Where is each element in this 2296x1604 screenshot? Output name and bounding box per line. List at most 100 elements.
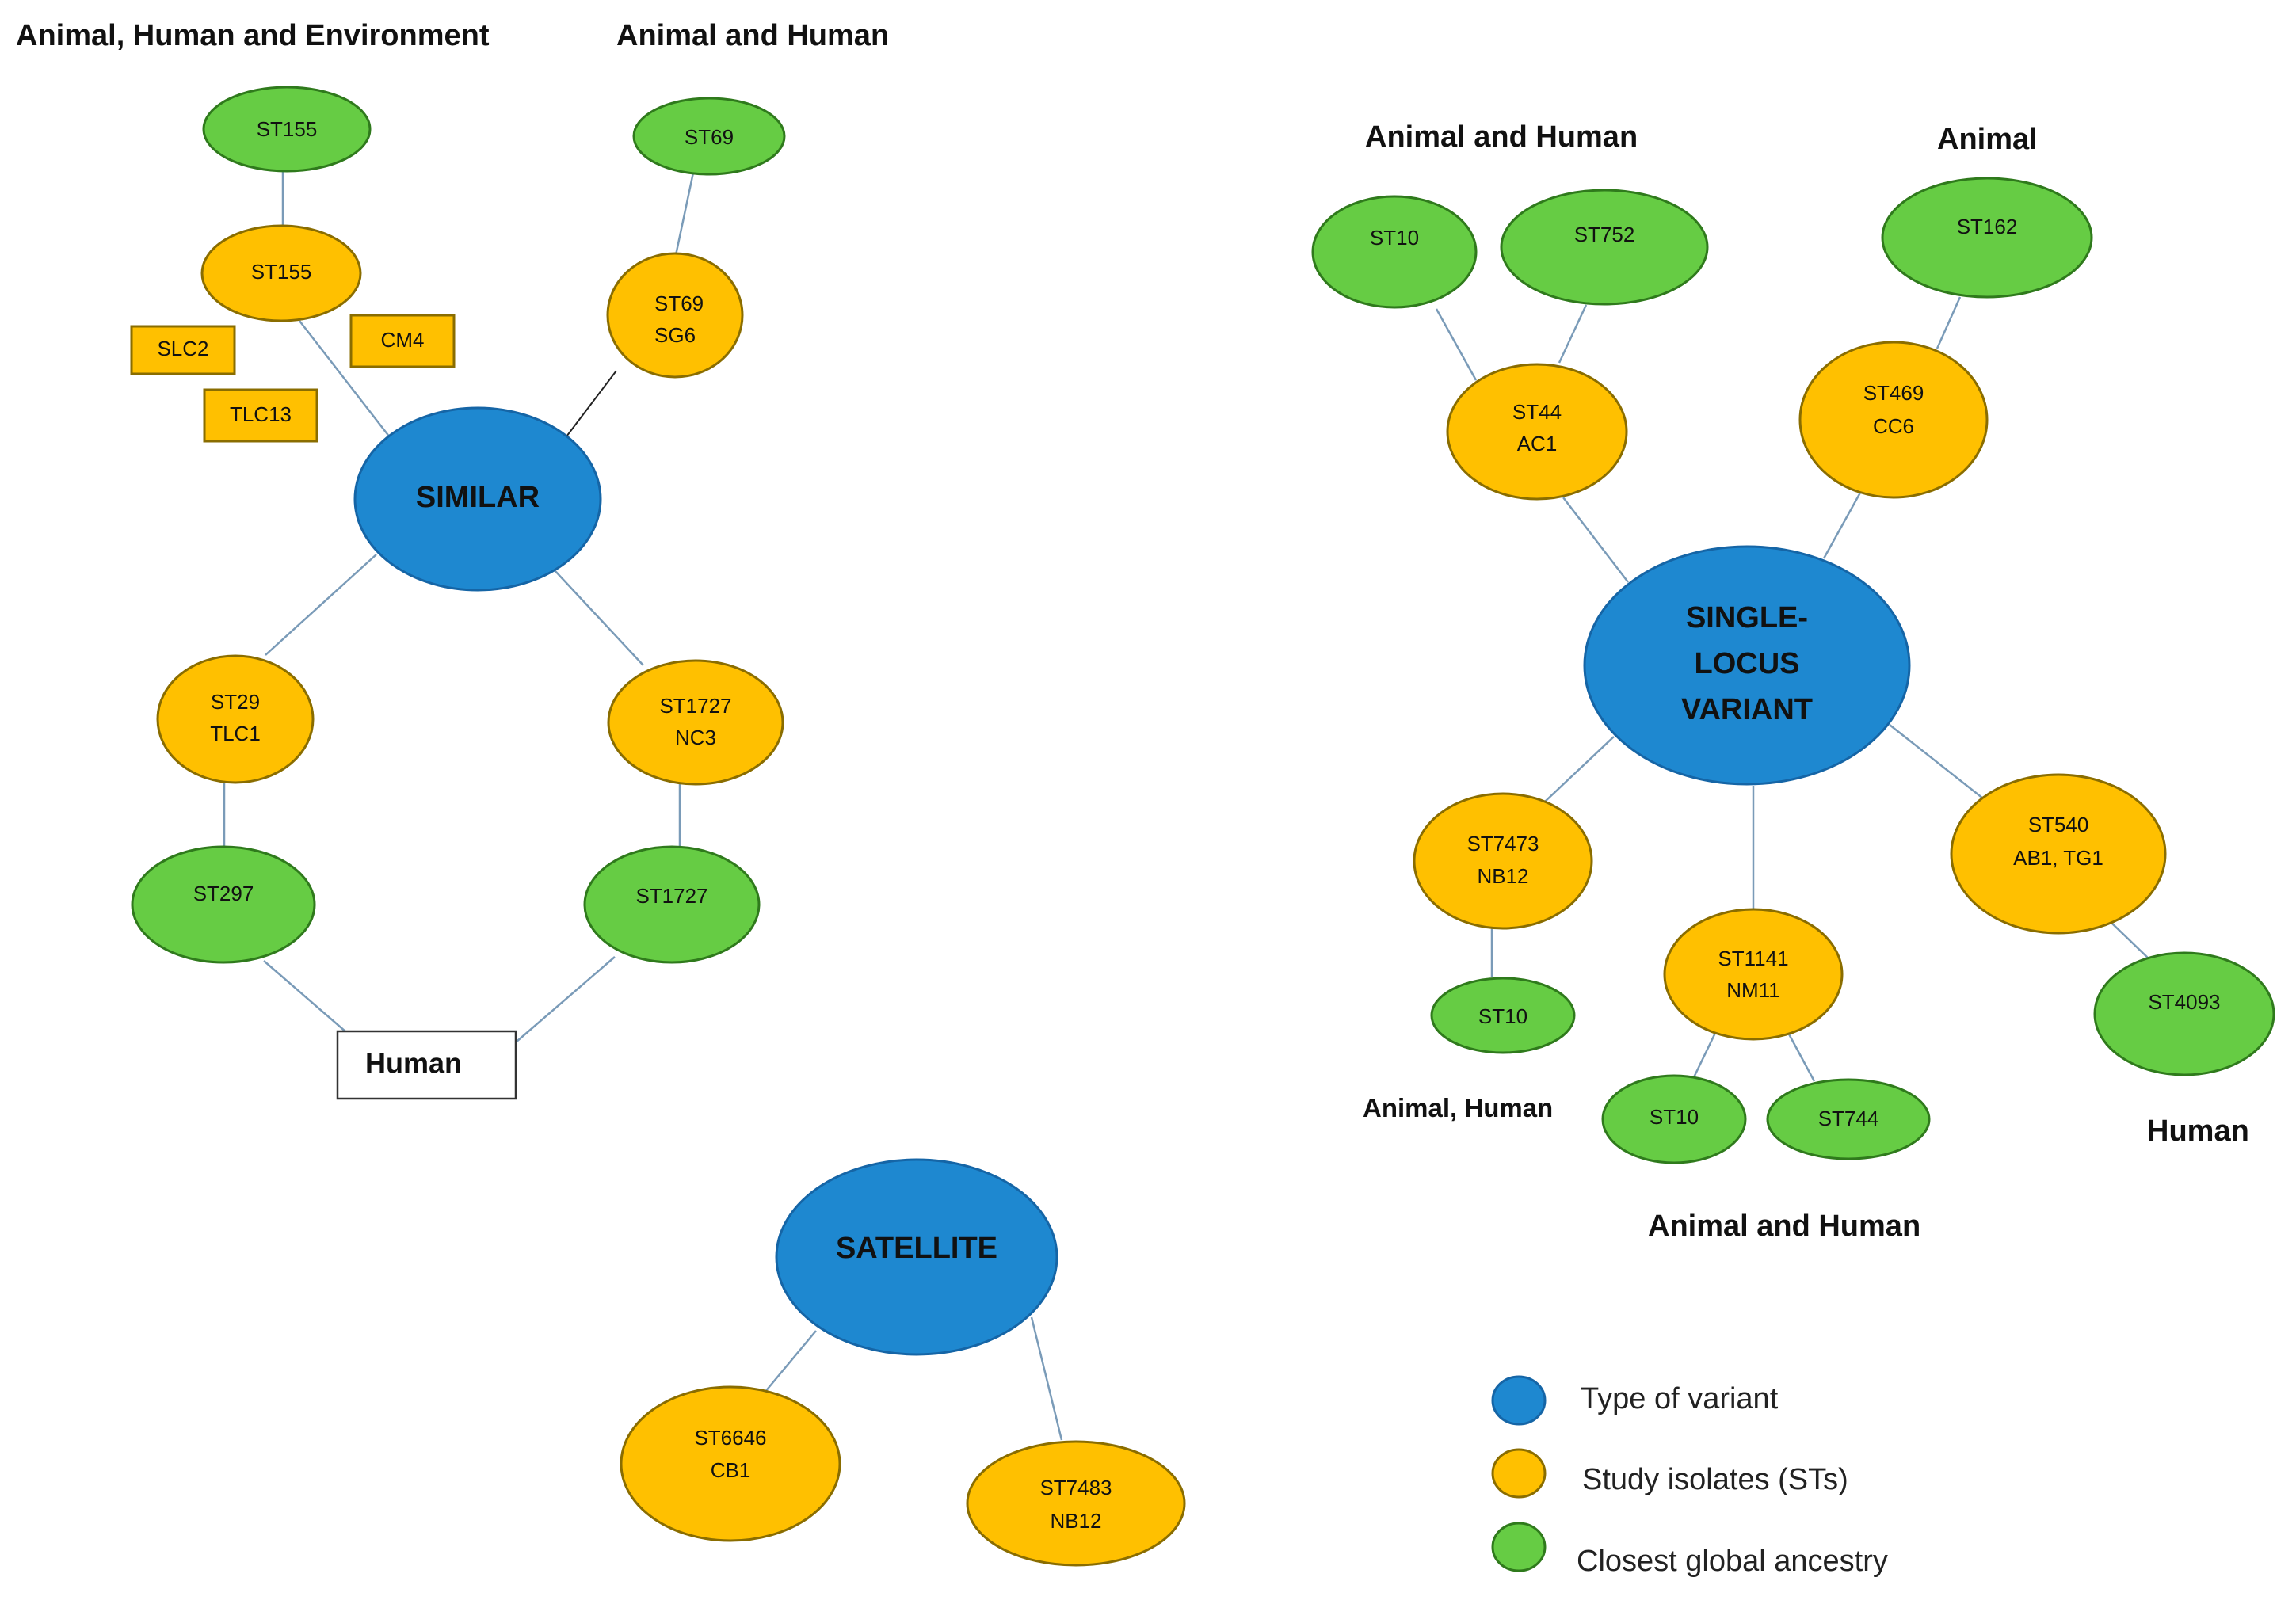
category-labels: Animal, Human and Environment Animal and… xyxy=(16,19,2249,1243)
study-node-label: ST69 xyxy=(654,291,704,315)
legend-label: Type of variant xyxy=(1581,1382,1779,1415)
ancestry-node-st69 xyxy=(632,97,786,176)
category-label: Animal, Human and Environment xyxy=(16,19,490,52)
legend-swatch-ancestry xyxy=(1491,1522,1547,1572)
similar-cluster: SIMILAR ST155 ST155 SLC2 CM4 TLC13 ST69 … xyxy=(130,86,786,1100)
slv-hub-label: VARIANT xyxy=(1681,693,1813,726)
edge-st69-anc-study xyxy=(674,172,695,256)
ancestry-node-label: ST10 xyxy=(1650,1105,1699,1129)
edge-satellite-st6646 xyxy=(764,1330,817,1393)
ancestry-node-label: ST1727 xyxy=(635,884,707,908)
legend-label: Closest global ancestry xyxy=(1577,1545,1888,1578)
legend-swatch-variant xyxy=(1491,1375,1547,1426)
study-node-label: ST1141 xyxy=(1718,947,1788,970)
edge-st1141-st10 xyxy=(1692,1029,1718,1078)
study-node-label: NB12 xyxy=(1050,1509,1101,1533)
study-node-label: ST1727 xyxy=(659,694,731,718)
edge-st69-similar xyxy=(563,370,617,440)
study-node-label: ST155 xyxy=(251,260,312,284)
study-node-st1727 xyxy=(607,659,784,786)
study-node-label: AB1, TG1 xyxy=(2013,846,2103,870)
edge-st469-slv xyxy=(1822,492,1862,559)
study-node-st155 xyxy=(200,224,362,322)
study-node-label: ST29 xyxy=(211,690,260,714)
study-node-st7473 xyxy=(1413,792,1593,930)
study-node-label: NC3 xyxy=(675,726,716,749)
study-node-label: SG6 xyxy=(654,323,696,347)
study-node-st540 xyxy=(1950,773,2167,935)
ancestry-node-label: ST4093 xyxy=(2148,990,2220,1014)
isolate-box-tlc13 xyxy=(203,388,318,443)
ancestry-node-label: ST69 xyxy=(685,125,734,149)
category-label: Animal, Human xyxy=(1363,1093,1553,1122)
human-box-label: Human xyxy=(365,1047,462,1080)
study-node-st469 xyxy=(1798,341,1989,499)
study-node-label: ST469 xyxy=(1863,381,1924,405)
category-label: Human xyxy=(2147,1114,2249,1148)
study-node-label: CC6 xyxy=(1873,414,1914,438)
study-node-st1141 xyxy=(1663,908,1844,1041)
edge-slv-st540 xyxy=(1889,724,1984,799)
isolate-box-label: SLC2 xyxy=(157,337,208,360)
category-label: Animal xyxy=(1937,123,2038,156)
edge-st10top-st44 xyxy=(1435,308,1478,381)
similar-hub xyxy=(353,406,602,592)
ancestry-node-st4093 xyxy=(2093,951,2275,1076)
edge-st44-slv xyxy=(1562,497,1629,583)
slv-hub xyxy=(1583,545,1911,786)
ancestry-node-st10 xyxy=(1601,1074,1747,1164)
isolate-box-label: TLC13 xyxy=(230,402,292,426)
edge-st162-st469 xyxy=(1936,296,1962,349)
isolate-box-label: CM4 xyxy=(381,328,425,352)
edge-st1727anc-human xyxy=(516,956,616,1042)
isolate-box-slc2 xyxy=(130,325,236,375)
category-label: Animal and Human xyxy=(616,19,889,52)
study-node-label: ST7473 xyxy=(1466,832,1539,855)
ancestry-node-label: ST155 xyxy=(257,117,318,141)
satellite-hub xyxy=(775,1158,1058,1356)
edge-st540-st4093 xyxy=(2111,922,2152,962)
edge-similar-st1727 xyxy=(554,570,644,666)
satellite-hub-label: SATELLITE xyxy=(836,1232,997,1265)
category-label: Animal and Human xyxy=(1648,1210,1920,1243)
study-node-st6646 xyxy=(620,1385,841,1542)
edge-st155-similar xyxy=(299,320,391,438)
satellite-cluster: SATELLITE ST6646 CB1 ST7483 NB12 xyxy=(620,1158,1186,1567)
edge-st752-st44 xyxy=(1558,304,1588,364)
study-node-st29 xyxy=(156,654,315,784)
study-node-label: NM11 xyxy=(1726,978,1779,1002)
ancestry-node-label: ST297 xyxy=(193,882,254,905)
edge-st297-human xyxy=(263,960,347,1033)
edge-slv-st7473 xyxy=(1544,736,1615,802)
study-node-label: ST540 xyxy=(2028,813,2089,836)
edge-satellite-st7483 xyxy=(1030,1316,1063,1441)
similar-hub-label: SIMILAR xyxy=(416,481,540,514)
study-node-st7483 xyxy=(966,1440,1186,1567)
study-node-label: CB1 xyxy=(711,1458,751,1482)
ancestry-node-label: ST752 xyxy=(1574,223,1635,246)
ancestry-node-st752 xyxy=(1500,189,1709,306)
study-node-st69 xyxy=(606,252,744,379)
study-node-label: NB12 xyxy=(1477,864,1528,888)
ancestry-node-label: ST10 xyxy=(1478,1004,1527,1028)
ancestry-node-st744 xyxy=(1766,1078,1931,1160)
legend-swatch-study xyxy=(1491,1448,1547,1499)
ancestry-node-label: ST744 xyxy=(1818,1107,1879,1130)
slv-cluster: SINGLE- LOCUS VARIANT ST10 ST752 ST162 S… xyxy=(1311,177,2275,1164)
study-node-label: ST44 xyxy=(1512,400,1562,424)
ancestry-node-st162 xyxy=(1881,177,2093,299)
edge-similar-st29 xyxy=(265,554,377,656)
legend-label: Study isolates (STs) xyxy=(1582,1463,1848,1496)
isolate-box-cm4 xyxy=(349,314,456,368)
ancestry-node-st155 xyxy=(202,86,372,173)
edges xyxy=(223,172,2152,1441)
study-node-label: TLC1 xyxy=(210,722,261,745)
slv-hub-label: LOCUS xyxy=(1695,647,1800,680)
slv-hub-label: SINGLE- xyxy=(1686,601,1808,634)
study-node-st44 xyxy=(1446,363,1628,501)
ancestry-node-label: ST10 xyxy=(1370,226,1419,250)
legend: Type of variant Study isolates (STs) Clo… xyxy=(1491,1375,1888,1578)
ancestry-node-st1727 xyxy=(583,845,761,964)
edge-st1141-st744 xyxy=(1785,1029,1816,1082)
